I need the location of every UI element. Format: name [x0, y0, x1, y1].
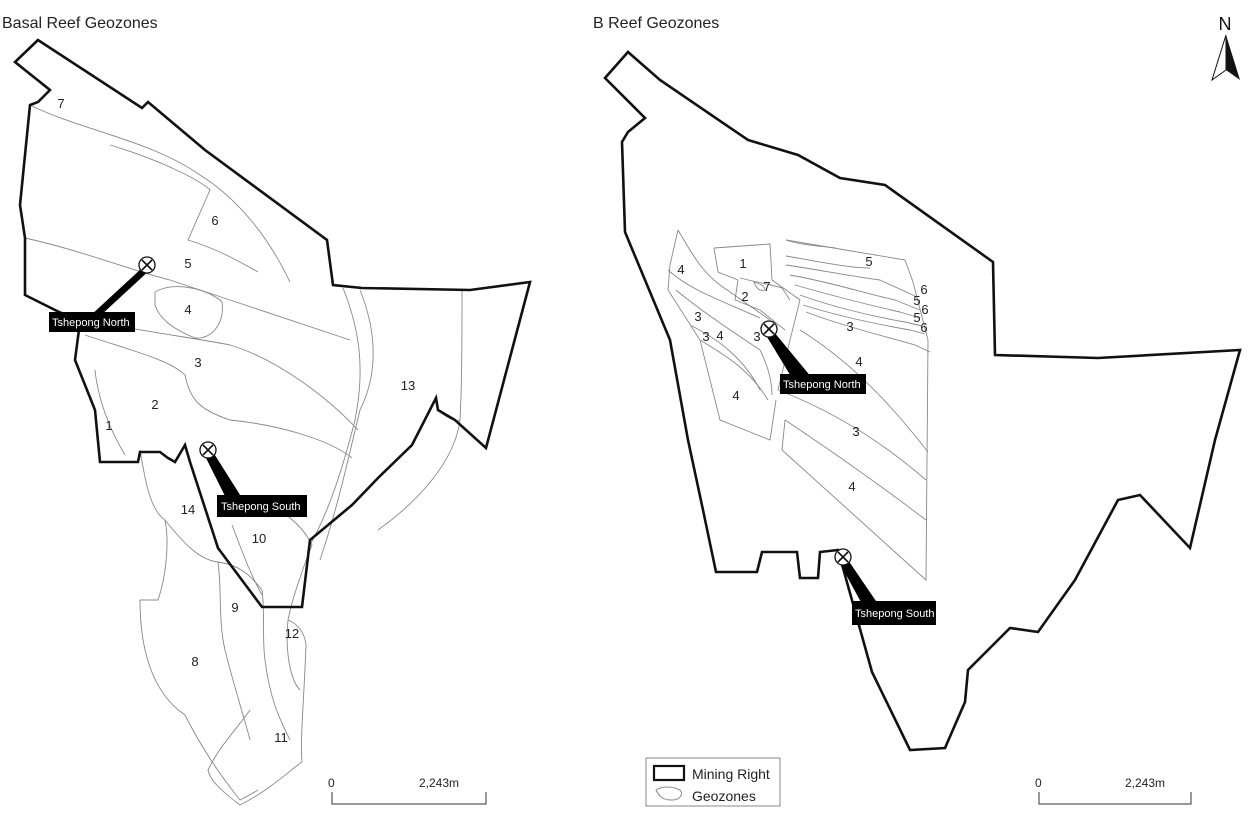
legend-mining-right-label: Mining Right [692, 766, 770, 782]
basal-zone-11-label: 11 [274, 730, 288, 745]
north-arrow-icon [1211, 34, 1227, 82]
geozones-symbol [655, 786, 683, 801]
basal-reef-title: Basal Reef Geozones [2, 15, 158, 32]
basal-scale-end: 2,243m [419, 776, 459, 790]
breef-zone-6c-label: 6 [920, 320, 927, 335]
b-reef-mining-right-boundary [603, 50, 1242, 752]
breef-zone-6b-label: 6 [921, 302, 928, 317]
basal-scale-start: 0 [328, 776, 335, 790]
basal-mine-marker-south: Tshepong South [199, 441, 307, 517]
basal-reef-panel: Basal Reef Geozones 7 6 5 [2, 15, 532, 806]
north-arrow-label: N [1219, 14, 1232, 34]
b-reef-title: B Reef Geozones [593, 15, 719, 32]
basal-zone-13-label: 13 [401, 378, 415, 393]
breef-tshepong-south-label: Tshepong South [855, 608, 935, 620]
breef-scale-end: 2,243m [1125, 776, 1165, 790]
north-arrow: N [1211, 14, 1240, 82]
basal-zone-6-label: 6 [211, 213, 218, 228]
breef-zone-3d-label: 3 [753, 329, 760, 344]
legend-geozones-label: Geozones [692, 788, 756, 804]
basal-zone-5-label: 5 [184, 256, 191, 271]
breef-zone-3b-label: 3 [694, 309, 701, 324]
b-reef-panel: B Reef Geozones [593, 14, 1242, 805]
breef-zone-1-label: 1 [739, 256, 746, 271]
breef-mine-marker-south: Tshepong South [834, 548, 936, 625]
legend: Mining Right Geozones [645, 757, 781, 807]
basal-zone-12-label: 12 [285, 626, 299, 641]
basal-zone-3-label: 3 [194, 355, 201, 370]
basal-zone-labels: 7 6 5 4 3 2 1 13 14 10 9 8 12 11 [57, 96, 415, 745]
basal-zone-7-label: 7 [57, 96, 64, 111]
basal-zone-1-label: 1 [105, 418, 112, 433]
basal-zone-2-label: 2 [151, 397, 158, 412]
basal-zone-14-label: 14 [181, 502, 195, 517]
b-reef-geozone-lines [667, 229, 931, 582]
breef-zone-4c-label: 4 [855, 354, 862, 369]
breef-zone-4b-label: 4 [716, 328, 723, 343]
breef-zone-2-label: 2 [741, 289, 748, 304]
breef-zone-3c-label: 3 [702, 329, 709, 344]
basal-zone-4-label: 4 [184, 302, 191, 317]
breef-zone-5b-label: 5 [913, 293, 920, 308]
breef-scale-start: 0 [1035, 776, 1042, 790]
breef-zone-4d-label: 4 [732, 388, 739, 403]
breef-zone-3a-label: 3 [846, 319, 853, 334]
basal-mine-marker-north: Tshepong North [49, 256, 156, 332]
mining-right-symbol [652, 764, 686, 782]
breef-zone-4e-label: 4 [848, 479, 855, 494]
basal-zone-8-label: 8 [191, 654, 198, 669]
breef-zone-4a-label: 4 [677, 262, 684, 277]
breef-zone-5a-label: 5 [865, 254, 872, 269]
breef-zone-3e-label: 3 [852, 424, 859, 439]
breef-zone-7-label: 7 [763, 279, 770, 294]
breef-scale-bar: 0 2,243m [1035, 776, 1192, 805]
basal-geozone-lines [24, 104, 463, 806]
basal-zone-10-label: 10 [252, 531, 266, 546]
b-reef-zone-labels: 4 1 7 2 5 6 5 6 5 6 3 3 4 3 3 4 4 3 4 [677, 254, 928, 494]
basal-zone-9-label: 9 [231, 600, 238, 615]
breef-mine-marker-north: Tshepong North [760, 320, 866, 394]
basal-scale-bar: 0 2,243m [328, 776, 487, 805]
breef-tshepong-north-label: Tshepong North [783, 379, 861, 391]
basal-tshepong-south-label: Tshepong South [221, 501, 301, 513]
basal-mining-right-boundary [13, 38, 532, 609]
breef-zone-6a-label: 6 [920, 282, 927, 297]
basal-tshepong-north-label: Tshepong North [52, 317, 130, 329]
breef-zone-5c-label: 5 [913, 310, 920, 325]
